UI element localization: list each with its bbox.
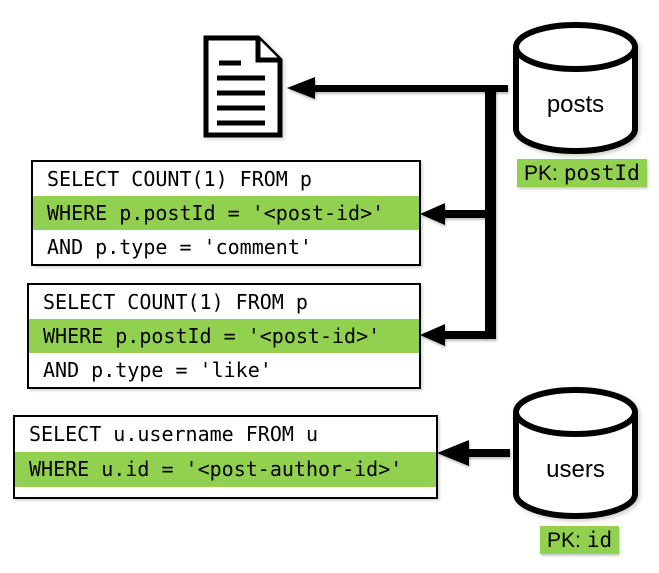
- query-box-comment-count: SELECT COUNT(1) FROM p WHERE p.postId = …: [31, 160, 421, 266]
- database-cylinder-icon: [513, 22, 638, 154]
- database-name: posts: [546, 91, 605, 118]
- database-posts: posts: [511, 19, 640, 156]
- arrow-shaft: [443, 210, 485, 218]
- pk-badge-users: PK:id: [540, 526, 620, 554]
- pk-prefix-label: PK:: [524, 162, 558, 185]
- sql-line-highlighted: WHERE p.postId = '<post-id>': [33, 196, 419, 230]
- sql-line: AND p.type = 'like': [43, 358, 272, 382]
- sql-line: SELECT COUNT(1) FROM p: [47, 167, 312, 191]
- arrow-shaft: [443, 331, 486, 339]
- sql-line-highlighted: WHERE p.postId = '<post-id>': [29, 319, 419, 353]
- document-icon: [203, 35, 283, 138]
- arrowhead-left-icon: [420, 324, 445, 346]
- pk-prefix-label: PK:: [547, 529, 581, 552]
- sql-line: SELECT COUNT(1) FROM p: [43, 290, 308, 314]
- pk-badge-posts: PK:postId: [517, 159, 647, 187]
- arrow-shaft: [313, 85, 508, 92]
- arrowhead-left-icon: [420, 203, 445, 225]
- query-box-like-count: SELECT COUNT(1) FROM p WHERE p.postId = …: [27, 283, 421, 389]
- database-cylinder-icon: [513, 387, 638, 519]
- pk-field-name: postId: [563, 161, 640, 185]
- sql-line: SELECT u.username FROM u: [29, 422, 318, 446]
- sql-line: AND p.type = 'comment': [47, 235, 312, 259]
- arrowhead-left-icon: [287, 77, 315, 99]
- arrowhead-left-icon: [437, 440, 469, 466]
- query-box-username: SELECT u.username FROM u WHERE u.id = '<…: [13, 415, 438, 499]
- database-name: users: [546, 456, 605, 483]
- sql-line-highlighted: WHERE u.id = '<post-author-id>': [15, 452, 436, 487]
- arrow-shaft: [467, 449, 510, 457]
- arrow-trunk-vertical: [485, 85, 496, 339]
- database-users: users: [511, 384, 640, 521]
- pk-field-name: id: [586, 528, 613, 552]
